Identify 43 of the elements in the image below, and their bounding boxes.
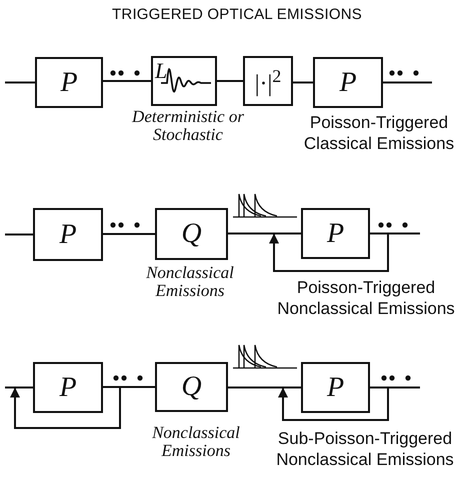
block-caption: Deterministic or Stochastic bbox=[132, 108, 244, 144]
block-box bbox=[155, 208, 228, 260]
block-symbol: P bbox=[59, 374, 77, 402]
diagram-title: TRIGGERED OPTICAL EMISSIONS bbox=[111, 6, 363, 23]
block-box bbox=[151, 56, 217, 106]
row-caption: Poisson-Triggered Classical Emissions bbox=[302, 112, 456, 154]
block-box bbox=[33, 208, 103, 261]
signal-line bbox=[370, 232, 420, 234]
block-symbol: P bbox=[326, 374, 344, 402]
row-caption: Poisson-Triggered Nonclassical Emissions bbox=[276, 277, 456, 319]
signal-line bbox=[5, 386, 33, 388]
block-caption: Nonclassical Emissions bbox=[151, 424, 241, 460]
block-box bbox=[301, 208, 370, 259]
block-box bbox=[301, 362, 370, 413]
row-caption: Sub-Poisson-Triggered Nonclassical Emissions bbox=[275, 428, 455, 470]
signal-line bbox=[103, 233, 155, 235]
block-symbol: P bbox=[60, 68, 78, 96]
signal-line bbox=[103, 80, 151, 82]
signal-line bbox=[228, 232, 301, 234]
block-symbol: Q bbox=[181, 220, 202, 248]
block-symbol: P bbox=[59, 220, 77, 248]
feedback-arrow bbox=[278, 388, 389, 421]
block-box bbox=[243, 56, 293, 106]
block-symbol: P bbox=[326, 220, 344, 248]
block-symbol: Q bbox=[181, 373, 202, 401]
signal-line bbox=[293, 82, 313, 84]
signal-line bbox=[228, 386, 301, 388]
block-symbol: L bbox=[155, 60, 168, 82]
feedback-arrow bbox=[269, 234, 389, 272]
block-symbol: P bbox=[339, 68, 357, 96]
block-symbol: |·|$^{2}$ bbox=[254, 66, 282, 96]
signal-line bbox=[5, 82, 35, 84]
block-box bbox=[33, 362, 103, 413]
block-box bbox=[35, 57, 103, 108]
feedback-arrow bbox=[10, 388, 121, 429]
signal-line bbox=[5, 234, 33, 236]
block-caption: Nonclassical Emissions bbox=[145, 264, 235, 300]
block-box bbox=[313, 57, 383, 108]
signal-line bbox=[383, 82, 432, 84]
signal-line bbox=[370, 386, 420, 388]
block-box bbox=[155, 362, 228, 412]
signal-line bbox=[217, 80, 243, 82]
signal-line bbox=[103, 386, 155, 388]
